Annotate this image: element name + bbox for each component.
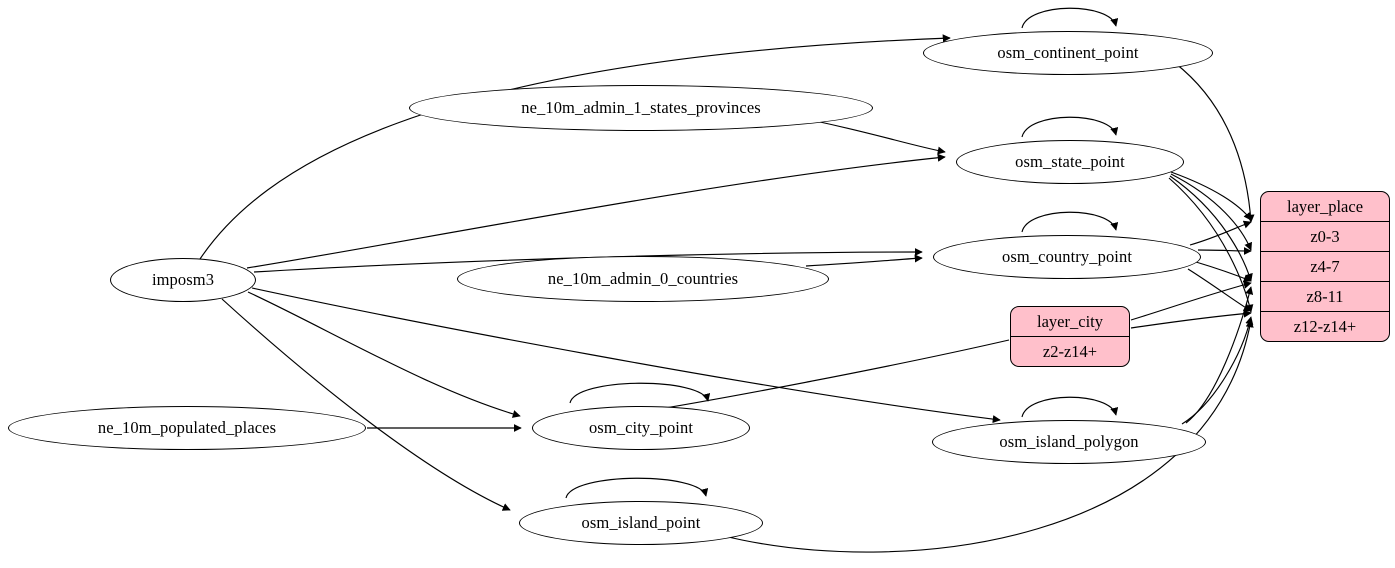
layer-place-row-z8-11[interactable]: z8-11 [1261,282,1389,312]
edge-osm-state-point-to-layer-place-z12 [1168,177,1254,313]
edge-osm-continent-point-self-loop [1021,7,1119,29]
node-ne-10m-populated-places[interactable]: ne_10m_populated_places [8,406,366,450]
edge-osm-island-polygon-to-layer-place-z8-11 [1185,286,1254,424]
node-layer-city[interactable]: layer_city z2-z14+ [1010,306,1130,367]
node-osm-island-point[interactable]: osm_island_point [519,501,763,545]
layer-city-row-z2-z14[interactable]: z2-z14+ [1042,341,1098,361]
node-osm-city-point-label: osm_city_point [588,418,694,437]
edge-osm-island-point-self-loop [565,477,709,499]
node-osm-continent-point-label: osm_continent_point [997,43,1139,62]
node-layer-place[interactable]: layer_place z0-3 z4-7 z8-11 z12-z14+ [1260,191,1390,342]
edge-osm-country-point-to-layer-place-z4-7 [1197,246,1252,256]
edge-osm-state-point-to-layer-place-z4-7 [1170,173,1252,251]
node-osm-island-polygon[interactable]: osm_island_polygon [932,420,1206,464]
edge-imposm3-to-osm-island-polygon [251,287,1001,424]
edge-imposm3-to-osm-state-point [246,153,946,269]
edge-ne-admin1-to-osm-state-point [819,121,946,155]
edge-layer-city-to-osm-city-point [609,339,1010,420]
node-osm-state-point-label: osm_state_point [1015,152,1125,171]
edge-osm-country-point-to-layer-place-z0-3 [1189,220,1252,246]
layer-place-header: layer_place [1261,192,1389,222]
node-osm-city-point[interactable]: osm_city_point [532,406,750,450]
edge-osm-state-point-self-loop [1021,116,1119,138]
node-ne-10m-admin-0-countries[interactable]: ne_10m_admin_0_countries [457,256,829,302]
node-osm-country-point-label: osm_country_point [1001,247,1133,266]
edge-ne-admin0-to-osm-country-point [805,254,923,267]
node-ne-10m-admin-0-countries-label: ne_10m_admin_0_countries [547,269,739,288]
edge-osm-country-point-to-layer-place-z8-11 [1195,261,1252,283]
edge-osm-continent-point-to-layer-place-z0-3 [1174,62,1255,223]
node-imposm3[interactable]: imposm3 [110,258,256,302]
edge-layer-city-to-layer-place-z8-11 [1130,280,1252,321]
node-ne-10m-admin-1-states-provinces-label: ne_10m_admin_1_states_provinces [521,98,761,117]
edge-imposm3-to-osm-island-point [221,298,511,511]
edge-osm-country-point-self-loop [1021,211,1119,233]
edge-osm-state-point-to-layer-place-z8-11 [1169,175,1253,282]
node-osm-island-polygon-label: osm_island_polygon [999,432,1139,451]
layer-place-row-z0-3[interactable]: z0-3 [1261,222,1389,252]
node-ne-10m-populated-places-label: ne_10m_populated_places [97,418,277,437]
node-osm-island-point-label: osm_island_point [581,513,701,532]
edge-imposm3-to-osm-city-point [247,291,521,418]
edge-imposm3-to-osm-continent-point [199,34,951,260]
layer-place-row-z12-z14[interactable]: z12-z14+ [1293,316,1357,336]
edge-osm-island-polygon-to-layer-place-z12 [1181,316,1254,425]
layer-place-row-z4-7[interactable]: z4-7 [1261,252,1389,282]
edge-osm-island-polygon-self-loop [1021,396,1119,418]
edge-osm-state-point-to-layer-place-z0-3 [1170,171,1252,221]
edge-osm-country-point-to-layer-place-z12 [1187,268,1252,312]
edge-osm-city-point-self-loop [569,382,711,404]
node-imposm3-label: imposm3 [151,270,215,289]
node-osm-continent-point[interactable]: osm_continent_point [923,31,1213,75]
node-osm-country-point[interactable]: osm_country_point [933,235,1201,279]
node-ne-10m-admin-1-states-provinces[interactable]: ne_10m_admin_1_states_provinces [409,85,873,131]
layer-city-header: layer_city [1011,307,1129,337]
node-osm-state-point[interactable]: osm_state_point [956,140,1184,184]
edge-layer-city-to-layer-place-z12 [1130,309,1252,329]
edge-osm-island-point-to-layer-place-z12 [719,319,1254,553]
